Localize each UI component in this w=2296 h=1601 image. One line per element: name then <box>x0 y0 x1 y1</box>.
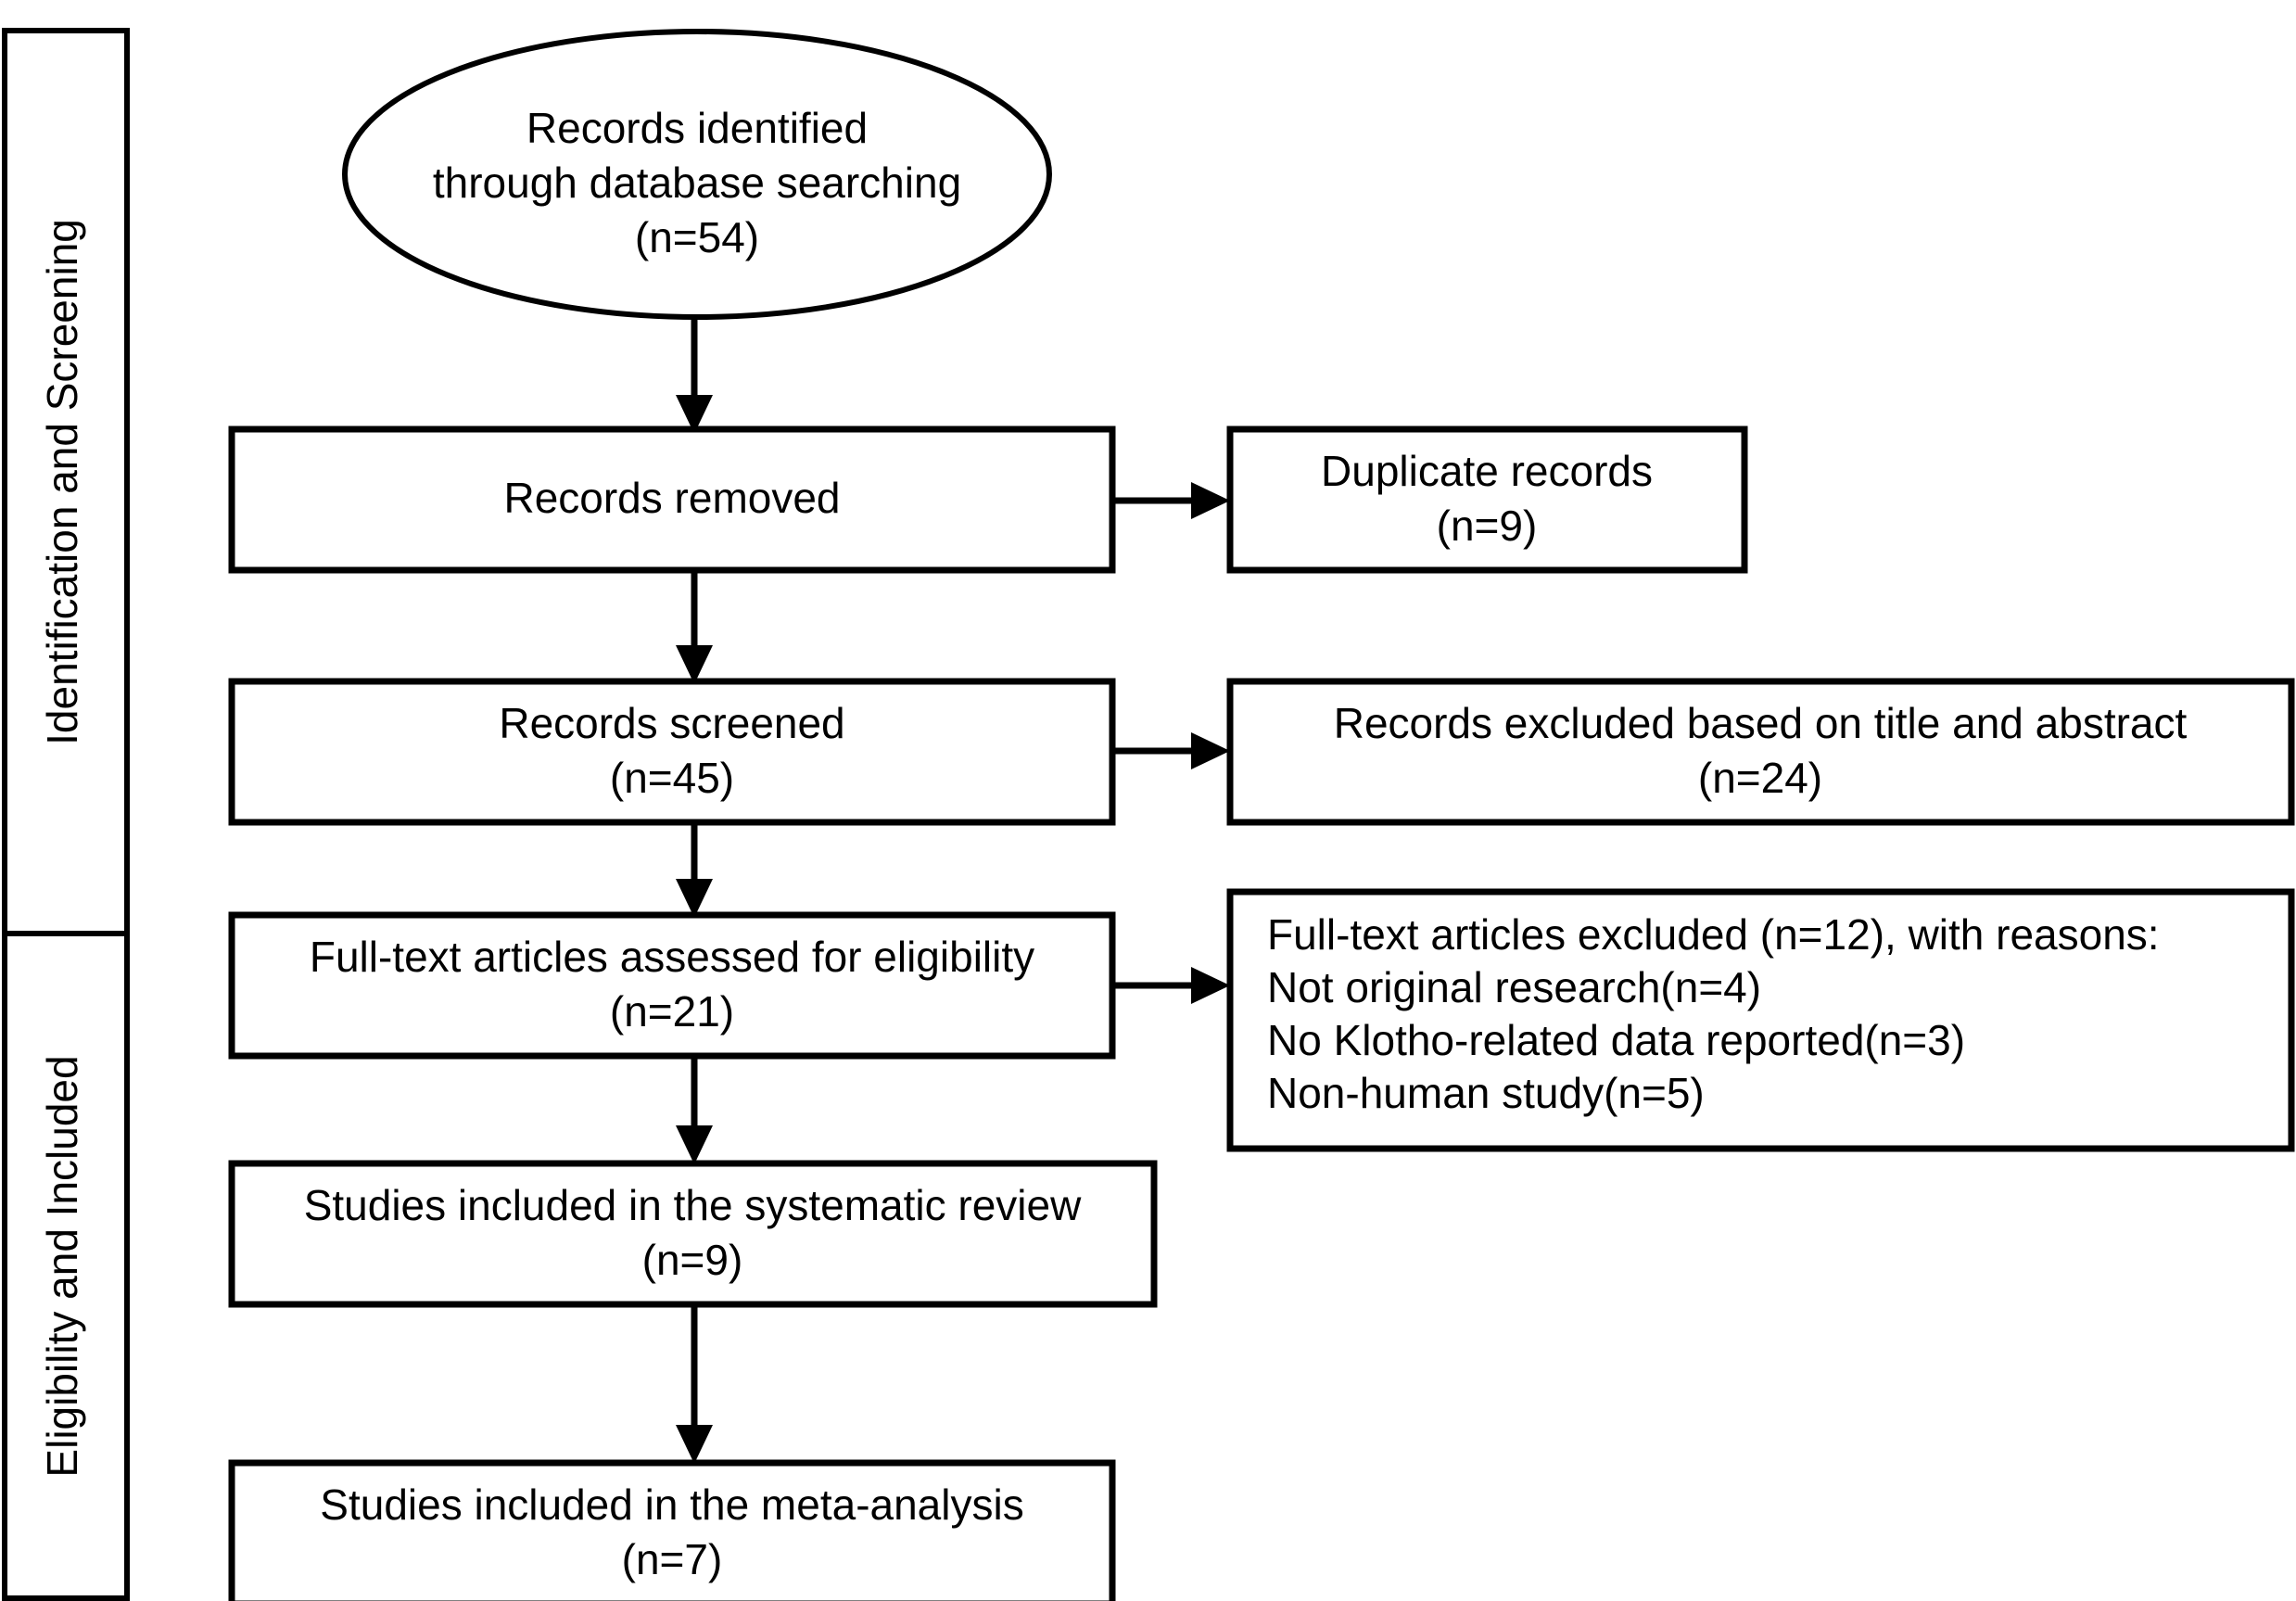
node-duplicate-records <box>1226 426 1748 574</box>
arrowhead-fulltext-to-excluded <box>1191 967 1230 1004</box>
stage-label-eligibility-included: Eligibility and Included <box>38 1055 86 1477</box>
node-fulltext-excluded <box>1226 888 2295 1152</box>
node-records-excluded-line1: Records excluded based on title and abst… <box>1334 699 2188 747</box>
node-records-excluded <box>1226 678 2295 826</box>
arrowhead-identified-to-removed <box>676 395 713 434</box>
node-included-meta-analysis <box>228 1459 1116 1601</box>
node-records-removed-line1: Records removed <box>503 474 840 522</box>
node-included-systematic-review <box>228 1160 1158 1308</box>
node-included-meta-analysis-line1: Studies included in the meta-analysis <box>320 1480 1023 1529</box>
node-duplicate-records-line2: (n=9) <box>1437 502 1538 550</box>
node-fulltext-excluded-line3: No Klotho-related data reported(n=3) <box>1267 1016 1965 1064</box>
node-included-systematic-review-line2: (n=9) <box>642 1236 743 1284</box>
node-fulltext-excluded-line2: Not original research(n=4) <box>1267 963 1761 1011</box>
stage-band-eligibility-included <box>2 931 130 1601</box>
node-included-systematic-review-line1: Studies included in the systematic revie… <box>304 1181 1082 1229</box>
arrowhead-removed-to-screened <box>676 645 713 684</box>
node-fulltext-assessed-line2: (n=21) <box>610 987 734 1036</box>
node-duplicate-records-line1: Duplicate records <box>1321 447 1653 495</box>
node-records-excluded-line2: (n=24) <box>1698 754 1822 802</box>
stage-label-identification-screening: Identification and Screening <box>38 219 86 745</box>
node-records-screened-line2: (n=45) <box>610 754 734 802</box>
stage-band-identification-screening <box>2 28 130 936</box>
node-records-identified-line1: Records identified <box>526 104 868 152</box>
node-records-screened-line1: Records screened <box>499 699 844 747</box>
node-records-identified-line2: through database searching <box>433 159 961 207</box>
node-fulltext-excluded-line1: Full-text articles excluded (n=12), with… <box>1267 910 2160 959</box>
node-records-removed <box>228 426 1116 574</box>
node-fulltext-assessed-line1: Full-text articles assessed for eligibil… <box>310 933 1034 981</box>
node-fulltext-excluded-line4: Non-human study(n=5) <box>1267 1069 1705 1117</box>
arrowhead-review-to-meta <box>676 1425 713 1464</box>
arrowhead-screened-to-fulltext <box>676 879 713 918</box>
arrowhead-fulltext-to-review <box>676 1125 713 1164</box>
arrowhead-screened-to-excluded <box>1191 732 1230 769</box>
node-fulltext-assessed <box>228 911 1116 1060</box>
node-included-meta-analysis-line2: (n=7) <box>622 1535 723 1583</box>
node-records-identified-line3: (n=54) <box>635 213 759 261</box>
arrowhead-removed-to-duplicates <box>1191 482 1230 519</box>
